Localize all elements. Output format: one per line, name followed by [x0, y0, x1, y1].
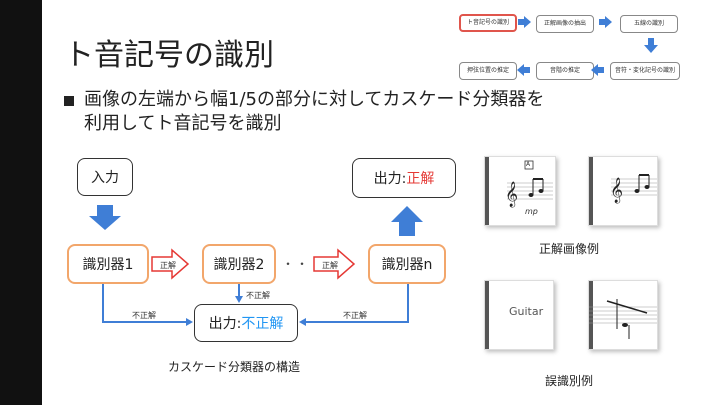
mini-arrow-right-1 — [518, 16, 531, 28]
rehearsal-marker: A — [526, 161, 531, 168]
input-down-arrow — [89, 205, 121, 230]
svg-text:𝄞: 𝄞 — [610, 177, 623, 203]
output-correct-box: 出力:正解 — [352, 158, 456, 198]
thumb-edge — [589, 157, 593, 225]
correct-example-1: 𝄞 mp A — [484, 156, 556, 226]
classifier-n-box: 識別器n — [368, 244, 446, 284]
incorrect-line-1 — [102, 284, 186, 323]
correct-arrow-2 — [313, 248, 356, 280]
mini-arrow-down — [644, 38, 658, 53]
output-prefix-2: 出力: — [208, 316, 242, 332]
staff-image-1: 𝄞 — [505, 160, 553, 207]
output-up-arrow — [391, 206, 423, 236]
wrong-example-1: Guitar — [484, 280, 554, 350]
mini-arrow-left-1 — [591, 64, 604, 76]
classifier-1-label: 識別器1 — [82, 257, 134, 273]
incorrect-line-n-head — [299, 318, 306, 326]
incorrect-label-2: 不正解 — [246, 291, 270, 300]
slide-sidebar — [0, 0, 42, 405]
input-box: 入力 — [77, 158, 133, 196]
thumb-edge — [485, 157, 489, 225]
classifier-1-box: 識別器1 — [67, 244, 149, 284]
output-incorrect-box: 出力:不正解 — [194, 304, 298, 342]
classifier-n-label: 識別器n — [381, 257, 433, 273]
correct-label-1: 正解 — [160, 261, 176, 270]
incorrect-label-1: 不正解 — [132, 311, 156, 320]
incorrect-line-n — [306, 284, 409, 323]
dynamic-marking: mp — [525, 207, 538, 216]
input-label: 入力 — [91, 170, 119, 186]
staff-image-2: 𝄞 — [610, 174, 657, 203]
diagram-caption: カスケード分類器の構造 — [168, 360, 301, 374]
correct-example-2: 𝄞 — [588, 156, 658, 226]
bullet-marker — [64, 96, 74, 106]
mini-step-fret: 押弦位置の推定 — [459, 62, 517, 80]
staff-image-3 — [589, 299, 657, 339]
mini-step-staff: 五線の識別 — [620, 15, 678, 33]
classifier-2-label: 識別器2 — [213, 257, 265, 273]
wrong-examples-caption: 誤識別例 — [545, 374, 594, 388]
incorrect-label-n: 不正解 — [343, 311, 367, 320]
correct-label-2: 正解 — [322, 261, 338, 270]
correct-arrow-1 — [151, 248, 190, 280]
svg-text:𝄞: 𝄞 — [505, 181, 518, 207]
correct-examples-caption: 正解画像例 — [539, 242, 600, 256]
incorrect-line-1-head — [186, 318, 193, 326]
output-incorrect-label: 不正解 — [241, 316, 284, 332]
output-correct-label: 正解 — [406, 171, 435, 187]
bullet-text: 画像の左端から幅1/5の部分に対してカスケード分類器を 利用してト音記号を識別 — [84, 88, 644, 136]
mini-step-treble-clef: ト音記号の識別 — [459, 14, 517, 32]
mini-step-extract-correct: 正解画像の抽出 — [536, 15, 594, 33]
mini-arrow-left-2 — [517, 64, 530, 76]
classifier-2-box: 識別器2 — [202, 244, 276, 284]
bullet-line-2: 利用してト音記号を識別 — [84, 113, 282, 134]
page-title: ト音記号の識別 — [64, 38, 274, 73]
bullet-line-1: 画像の左端から幅1/5の部分に対してカスケード分類器を — [84, 89, 545, 110]
mini-step-notes: 音符・変化記号の識別 — [610, 62, 680, 80]
thumb-edge — [485, 281, 489, 349]
output-prefix: 出力: — [373, 171, 407, 187]
wrong-example-2 — [588, 280, 658, 350]
ellipsis-dots: ・・・ — [282, 257, 325, 271]
mini-arrow-right-2 — [599, 16, 612, 28]
incorrect-line-2-head — [235, 296, 243, 303]
guitar-text: Guitar — [509, 305, 544, 318]
